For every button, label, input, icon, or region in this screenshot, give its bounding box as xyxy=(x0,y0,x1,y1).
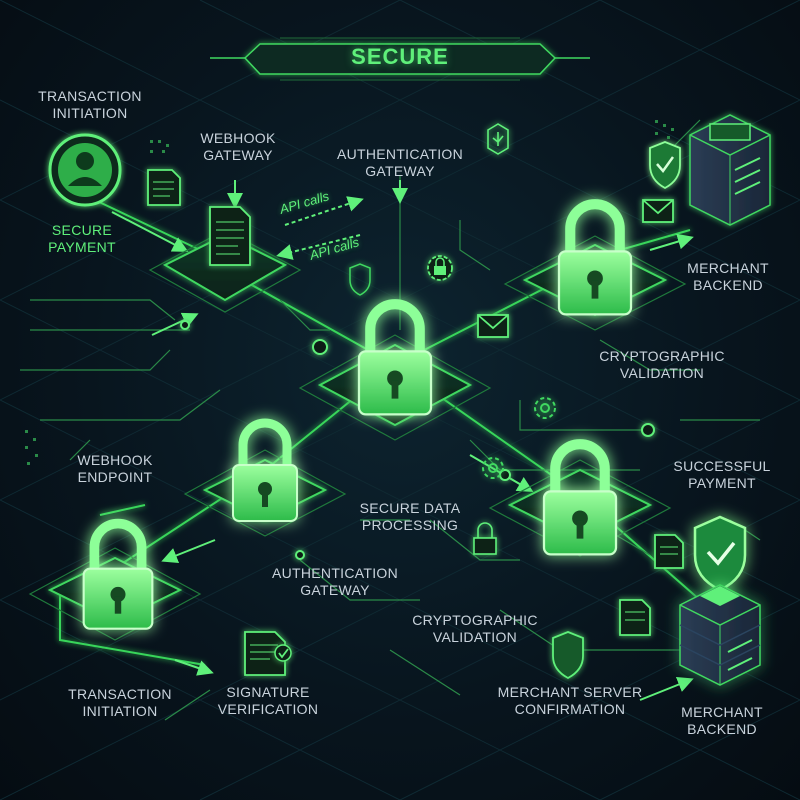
envelope-icon xyxy=(477,199,674,338)
shield-icon xyxy=(552,631,584,680)
label-secure-data-processing: SECURE DATA PROCESSING xyxy=(359,500,461,533)
gear-lock-icon xyxy=(427,255,453,281)
padlock-icon xyxy=(559,204,631,314)
check-badge-icon xyxy=(274,644,292,662)
label-merchant-server-confirmation: MERCHANT SERVER CONFIRMATION xyxy=(497,684,643,717)
label-transaction-initiation: TRANSACTION INITIATION xyxy=(38,88,142,121)
label-authentication-gateway: AUTHENTICATION GATEWAY xyxy=(271,565,399,598)
trace-nodes xyxy=(180,320,655,560)
padlock-icon xyxy=(233,423,297,521)
label-cryptographic-validation: CRYPTOGRAPHIC VALIDATION xyxy=(412,612,538,645)
server-icon xyxy=(689,114,771,226)
label-successful-payment: SUCCESSFUL PAYMENT xyxy=(673,458,771,491)
label-merchant-backend: MERCHANT BACKEND xyxy=(687,260,769,293)
label-webhook-endpoint: WEBHOOK ENDPOINT xyxy=(77,452,153,485)
diagram-title: SECURE xyxy=(351,44,449,69)
gear-icon xyxy=(482,397,556,479)
label-secure-payment: SECURE PAYMENT xyxy=(48,222,116,255)
shield-check-icon xyxy=(693,515,747,592)
label-webhook-gateway: WEBHOOK GATEWAY xyxy=(200,130,276,163)
document-lines xyxy=(153,181,678,660)
user-icon xyxy=(48,133,122,207)
server-icon xyxy=(679,584,761,686)
binary-strips xyxy=(25,120,674,465)
padlock-icon xyxy=(84,524,153,629)
title-banner xyxy=(210,37,590,81)
label-transaction-initiation: TRANSACTION INITIATION xyxy=(68,686,172,719)
label-authentication-gateway: AUTHENTICATION GATEWAY xyxy=(336,146,464,179)
small-lock-icon xyxy=(473,522,497,555)
label-signature-verification: SIGNATURE VERIFICATION xyxy=(217,684,319,717)
label-merchant-backend: MERCHANT BACKEND xyxy=(681,704,763,737)
label-cryptographic-validation: CRYPTOGRAPHIC VALIDATION xyxy=(599,348,725,381)
padlock-icon xyxy=(359,304,431,414)
chip-icon xyxy=(487,123,509,155)
shield-icon xyxy=(349,263,371,296)
shield-check-icon xyxy=(649,141,681,190)
